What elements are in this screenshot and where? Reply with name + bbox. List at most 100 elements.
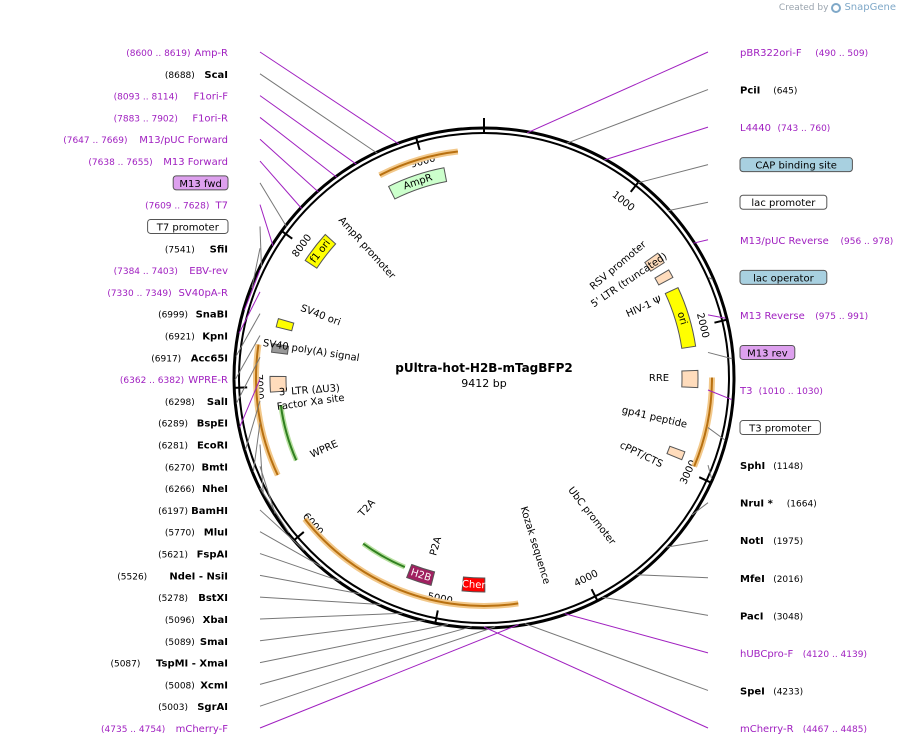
label-range: (3048): [773, 612, 803, 622]
label-text: SgrAI: [197, 702, 228, 713]
label-text: SalI: [207, 397, 228, 408]
inner-feature-arcs: [253, 148, 716, 609]
left-label-bstxi: BstXI (5278): [158, 593, 381, 606]
leader-line: [707, 389, 733, 401]
feature-name-hiv-1: HIV-1 Ψ: [625, 295, 664, 320]
left-label-m13-puc-forward: M13/pUC Forward(7647 .. 7669): [63, 135, 319, 193]
tick-3000: [698, 476, 713, 484]
label-text: mCherry-F: [176, 724, 229, 735]
left-label-tspmi-xmai: TspMI - XmaI(5087): [110, 623, 449, 670]
leader-line: [259, 204, 274, 246]
leader-line: [638, 164, 709, 184]
arc-halo-mcherry-h2b-span: [302, 517, 519, 609]
tick-2000: [714, 318, 729, 324]
leader-line: [259, 444, 264, 494]
leader-line: [259, 95, 357, 165]
label-box: [739, 269, 828, 285]
leader-line: [259, 466, 276, 514]
label-box: [739, 157, 853, 173]
leader-line: [235, 313, 261, 357]
left-label-amp-r: Amp-R(8600 .. 8619): [126, 48, 400, 145]
leader-line: [707, 351, 733, 360]
label-text: NheI: [202, 484, 228, 495]
left-label-ebv-rev: EBV-rev(7384 .. 7403): [114, 266, 261, 311]
left-label-mcherry-f: mCherry-F (4735 .. 4754): [101, 624, 519, 735]
arc-ltr-span: [693, 377, 714, 467]
label-range: (6921): [165, 332, 195, 342]
left-label-ecori: EcoRI(6281): [158, 441, 264, 494]
label-text: MluI: [204, 528, 228, 539]
label-text: EcoRI: [197, 441, 228, 452]
label-text: WPRE-R: [188, 375, 228, 386]
label-text: NotI: [740, 536, 764, 547]
leader-line: [234, 335, 261, 381]
right-label-nrui: NruI *(1664): [691, 499, 817, 516]
left-label-t7: T7(7609 .. 7628): [145, 201, 274, 246]
leader-line: [707, 427, 726, 441]
label-box: [739, 344, 796, 360]
label-text: BmtI: [201, 462, 228, 473]
label-box: [147, 218, 229, 234]
label-text: MfeI: [740, 574, 765, 585]
arc-mcherry-h2b-span: [304, 518, 519, 607]
leader-line: [691, 502, 709, 516]
leader-line: [604, 126, 709, 161]
tick-6000: [292, 531, 305, 542]
left-label-nhei: NheI (6266): [165, 484, 290, 533]
label-text: mCherry-R: [740, 724, 794, 735]
feature-name-cppt-cts: cPPT/CTS: [618, 440, 665, 470]
leader-line: [707, 314, 726, 319]
feature-ori: [664, 286, 697, 349]
label-text: BstXI: [198, 593, 228, 604]
label-range: (5278): [158, 594, 188, 604]
leader-line: [259, 160, 302, 209]
right-label-noti: NotI(1975): [666, 536, 803, 548]
block-sv40-ori: [275, 318, 295, 332]
label-range: (2016): [773, 575, 803, 585]
label-range: (4735 .. 4754): [101, 725, 165, 735]
left-label-smai: SmaI(5089): [165, 619, 426, 648]
label-text: FspAI: [197, 550, 228, 561]
right-label-lac-promoter: lac promoter: [668, 194, 828, 212]
feature-name-rre: RRE: [649, 373, 669, 384]
label-text: pBR322ori-F: [740, 48, 802, 59]
label-box: [739, 194, 828, 210]
feature-ampr: [387, 167, 448, 200]
feature-name-3-ltr-u3: 3' LTR (ΔU3): [279, 383, 341, 398]
label-range: (5008): [165, 681, 195, 691]
snapgene-logo-icon: [831, 2, 842, 13]
feature-name-sv40-ori: SV40 ori: [299, 303, 342, 328]
leader-line: [527, 51, 709, 134]
label-text: M13 rev: [747, 348, 788, 359]
left-label-bamhi: BamHI(6197): [158, 506, 305, 551]
feature-name-gp41-peptide: gp41 peptide: [621, 405, 688, 431]
left-label-bmti: BmtI(6270): [165, 462, 276, 514]
label-range: (4467 .. 4485): [803, 725, 867, 735]
right-label-pcii: PciI(645): [566, 86, 797, 144]
left-label-m13-fwd: M13 fwd: [172, 175, 287, 227]
leader-line: [259, 612, 403, 620]
label-range: (6999): [158, 311, 188, 321]
label-range: (5526): [117, 572, 147, 582]
label-text: SfiI: [210, 244, 228, 255]
label-text: TspMI - XmaI: [156, 659, 228, 670]
left-label-wpre-r: WPRE-R(6362 .. 6382): [120, 375, 261, 427]
label-range: (6266): [165, 485, 195, 495]
plasmid-size: 9412 bp: [461, 377, 506, 390]
leader-line: [259, 626, 496, 707]
feature-name-t2a: T2A: [356, 497, 378, 520]
label-range: (7330 .. 7349): [107, 289, 171, 299]
leader-line: [707, 464, 713, 479]
feature-h2b: [406, 563, 436, 586]
label-range: (7384 .. 7403): [114, 267, 178, 277]
tick-5000: [434, 610, 439, 625]
label-text: hUBCpro-F: [740, 649, 793, 660]
leader-line: [707, 276, 713, 280]
right-label-paci: PacI(3048): [602, 596, 803, 622]
right-label-mfei: MfeI (2016): [636, 574, 803, 585]
right-label-m13-puc-reverse: M13/pUC Reverse(956 .. 978): [693, 236, 893, 247]
leader-line: [259, 574, 360, 595]
leader-line: [259, 73, 378, 154]
